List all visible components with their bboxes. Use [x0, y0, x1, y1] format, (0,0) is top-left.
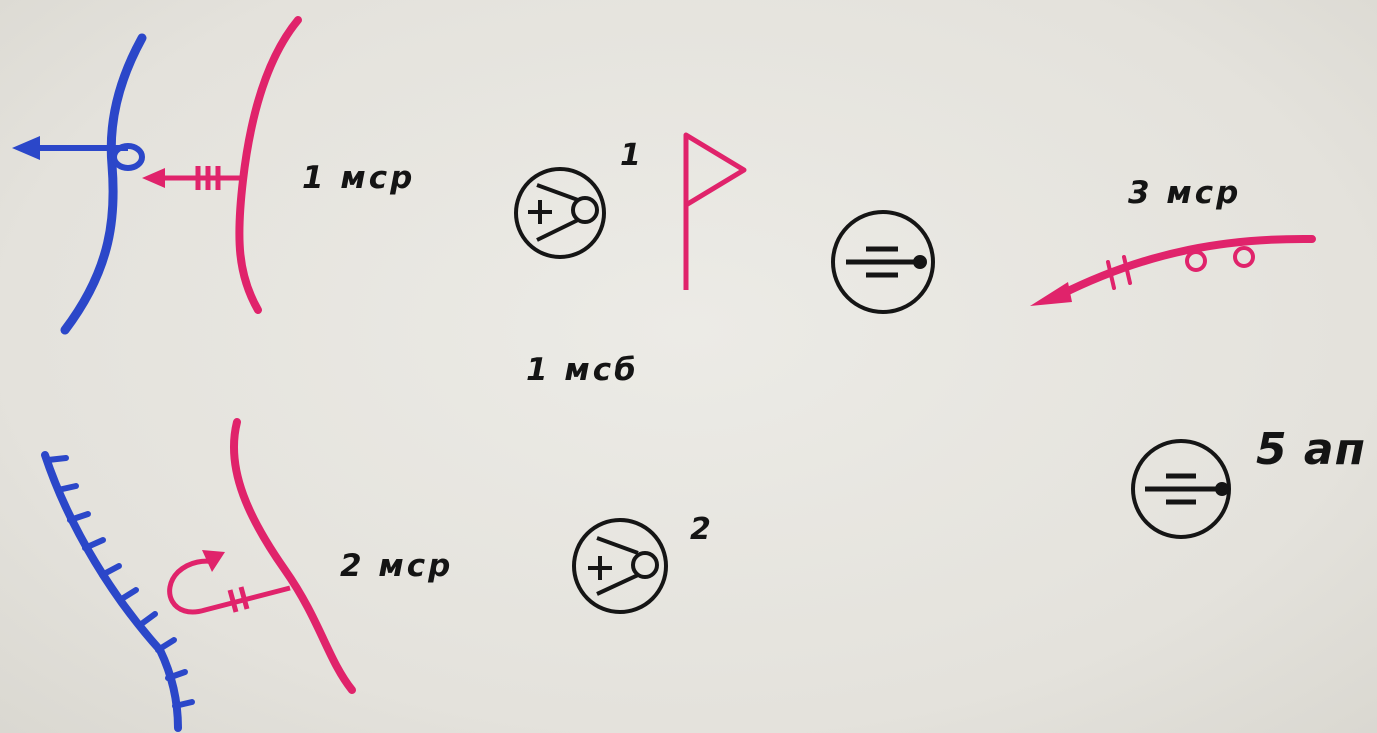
blue-obstacle-ticks [45, 455, 195, 709]
radar-station-1-icon [831, 210, 935, 314]
radio-station-2-icon [572, 518, 668, 614]
radar-station-2-icon [1131, 439, 1231, 539]
label-2-msr: 2 мср [340, 548, 454, 584]
red-own-line-bottom [229, 418, 356, 694]
radio-station-1-icon [514, 167, 606, 259]
label-index-2: 2 [690, 512, 711, 547]
label-1-msr: 1 мср [302, 160, 416, 196]
label-1-msb: 1 мсб [526, 352, 639, 388]
red-command-flag [683, 132, 747, 290]
red-counterattack-arrow [167, 550, 291, 615]
red-own-line-top [235, 16, 302, 314]
label-3-msr: 3 мср [1128, 175, 1242, 211]
blue-obstacle-line [41, 451, 182, 732]
blue-withdrawal-arrow [12, 136, 145, 171]
label-5-ap: 5 ап [1256, 424, 1367, 475]
red-attack-arrow-3msr [1030, 234, 1316, 306]
blue-enemy-line-top [60, 33, 147, 335]
red-fire-arrow-top [142, 166, 243, 190]
label-index-1: 1 [620, 138, 641, 173]
